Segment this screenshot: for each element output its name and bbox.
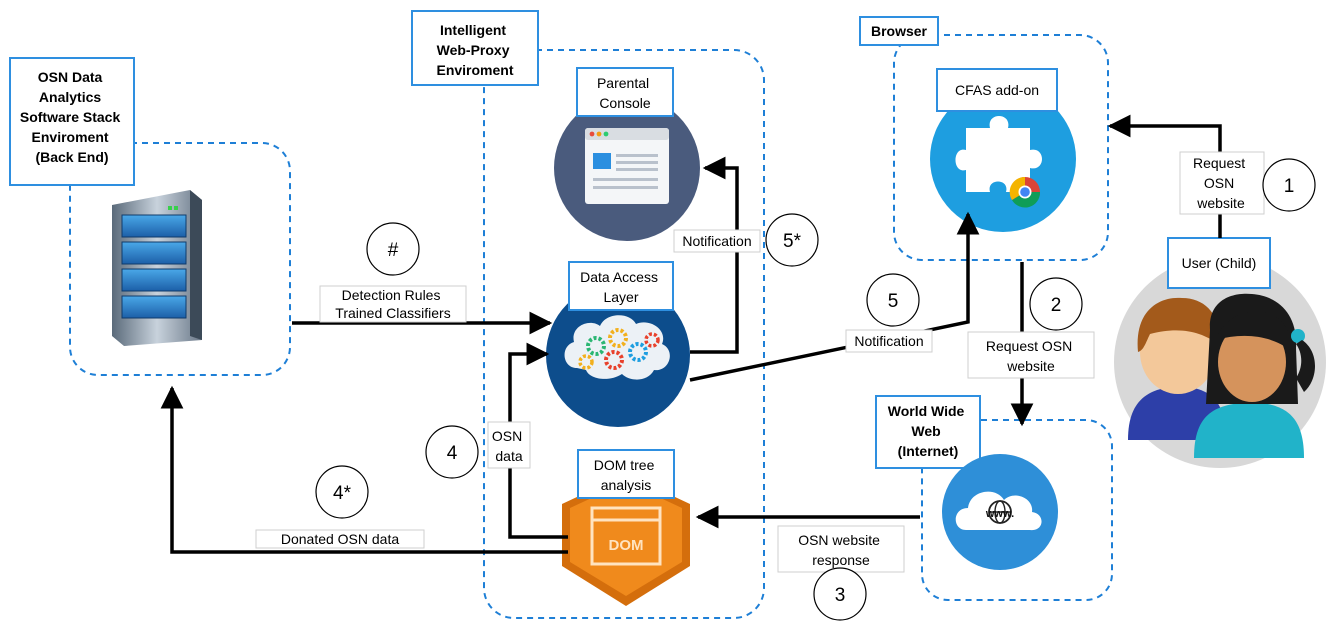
parental-console-node: Parental Console	[554, 67, 700, 241]
svg-text:CFAS add-on: CFAS add-on	[955, 82, 1039, 98]
svg-text:OSN Data Analytics: OSN Data Analytics Software Stack Enviro…	[20, 69, 124, 165]
www-title: World Wide Web (Internet)	[875, 395, 981, 469]
svg-text:Request OSN websit: Request OSN website	[1193, 155, 1249, 211]
edge-osn-website-response: OSN website response 3	[695, 505, 920, 621]
browser-title: Browser	[859, 16, 939, 46]
svg-text:4*: 4*	[333, 483, 352, 504]
svg-text:Detection Rules Trained: Detection Rules Trained Classifiers	[335, 287, 450, 321]
user-child-node: User (Child)	[1114, 237, 1326, 468]
step-badge-5-star	[765, 213, 819, 267]
svg-text:DOM tree analysis: DOM tree analysis	[594, 457, 659, 493]
browser-container	[893, 34, 1109, 261]
puzzle-icon	[955, 116, 1042, 192]
step-badge-5	[866, 273, 920, 327]
step-badge-2	[1029, 277, 1083, 331]
svg-text:Request OSN website: Request OSN website	[986, 338, 1076, 374]
svg-text:#: #	[388, 240, 399, 261]
svg-text:OSN data: OSN data	[492, 428, 526, 464]
browser-window-icon	[585, 128, 669, 204]
cfas-addon-node: CFAS add-on	[930, 68, 1076, 232]
svg-text:Notification: Notification	[682, 233, 751, 249]
svg-text:Data Access Layer: Data Access Layer	[580, 269, 662, 305]
edge-request-osn-website-2: Request OSN website 2	[967, 262, 1095, 427]
data-access-layer-node: Data Access Layer	[546, 261, 690, 427]
svg-text:5: 5	[888, 291, 899, 312]
svg-text:DOM: DOM	[609, 537, 644, 554]
svg-text:3: 3	[835, 585, 846, 606]
step-badge-hash	[366, 222, 420, 276]
step-badge-4-star	[315, 465, 369, 519]
svg-text:www.: www.	[985, 508, 1014, 520]
edge-request-osn-website: Request OSN website 1	[1107, 114, 1316, 238]
step-badge-1	[1262, 158, 1316, 212]
svg-text:Parental Console: Parental Console	[597, 75, 653, 111]
edge-notification-console: Notification 5*	[673, 156, 819, 354]
girl-icon	[1194, 293, 1315, 458]
svg-text:User (Child): User (Child)	[1182, 255, 1257, 271]
chrome-icon	[1009, 176, 1041, 208]
www-node: www.	[942, 454, 1058, 570]
svg-text:World Wide Web (In: World Wide Web (Internet)	[888, 403, 969, 459]
svg-text:4: 4	[447, 443, 458, 464]
svg-text:Donated OSN data: Donated OSN data	[281, 531, 400, 547]
svg-text:2: 2	[1051, 295, 1062, 316]
gears-icon	[578, 328, 660, 370]
edge-osn-data: OSN data 4	[425, 342, 568, 539]
svg-text:OSN website response: OSN website response	[798, 532, 884, 568]
backend-container	[69, 142, 291, 376]
server-icon	[96, 187, 258, 352]
svg-text:5*: 5*	[783, 231, 802, 252]
edge-donated-osn-data: Donated OSN data 4*	[160, 385, 568, 554]
svg-text:Notification: Notification	[854, 333, 923, 349]
dom-tree-node: DOM DOM tree analysis	[562, 449, 690, 606]
backend-title: OSN Data Analytics Software Stack Enviro…	[9, 57, 135, 186]
svg-text:Intelligent Web-Proxy: Intelligent Web-Proxy Enviroment	[436, 22, 513, 78]
proxy-container	[483, 49, 765, 619]
proxy-title: Intelligent Web-Proxy Enviroment	[411, 10, 539, 86]
edge-detection-rules: Detection Rules Trained Classifiers #	[292, 222, 553, 335]
step-badge-4	[425, 425, 479, 479]
svg-text:1: 1	[1284, 176, 1295, 197]
dom-window-icon	[590, 506, 662, 566]
edge-notification-cfas: Notification 5	[689, 211, 980, 382]
step-badge-3	[813, 567, 867, 621]
svg-text:Browser: Browser	[871, 23, 928, 39]
